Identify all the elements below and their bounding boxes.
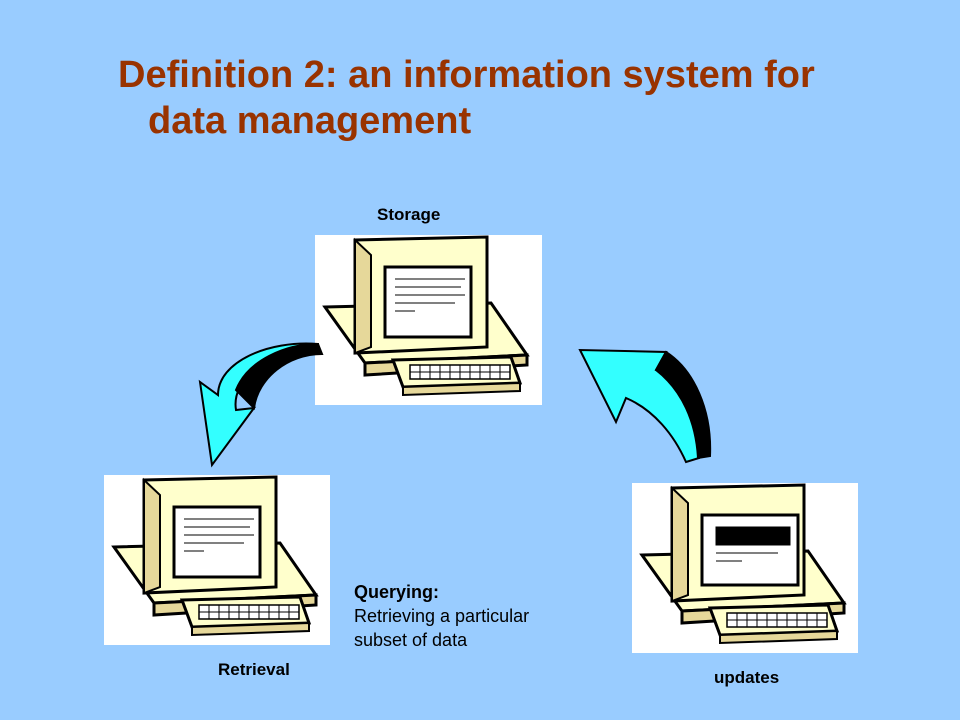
storage-label: Storage bbox=[377, 205, 441, 224]
caption-body: Retrieving a particular subset of data bbox=[354, 606, 530, 650]
title-rest: an information system for bbox=[337, 54, 815, 96]
title-line2: data management bbox=[148, 100, 472, 142]
updates-computer-icon bbox=[632, 483, 858, 653]
updates-to-storage-arrow bbox=[578, 348, 712, 464]
storage-to-retrieval-arrow bbox=[198, 342, 324, 468]
storage-computer-icon bbox=[315, 235, 542, 405]
slide-title: Definition 2: an information system for … bbox=[118, 52, 898, 144]
retrieval-label: Retrieval bbox=[218, 660, 290, 679]
caption-head: Querying: bbox=[354, 582, 440, 602]
title-bold: Definition 2: bbox=[118, 54, 338, 96]
querying-caption: Querying: Retrieving a particular subset… bbox=[354, 580, 544, 652]
updates-label: updates bbox=[714, 668, 780, 687]
retrieval-computer-icon bbox=[104, 475, 330, 645]
